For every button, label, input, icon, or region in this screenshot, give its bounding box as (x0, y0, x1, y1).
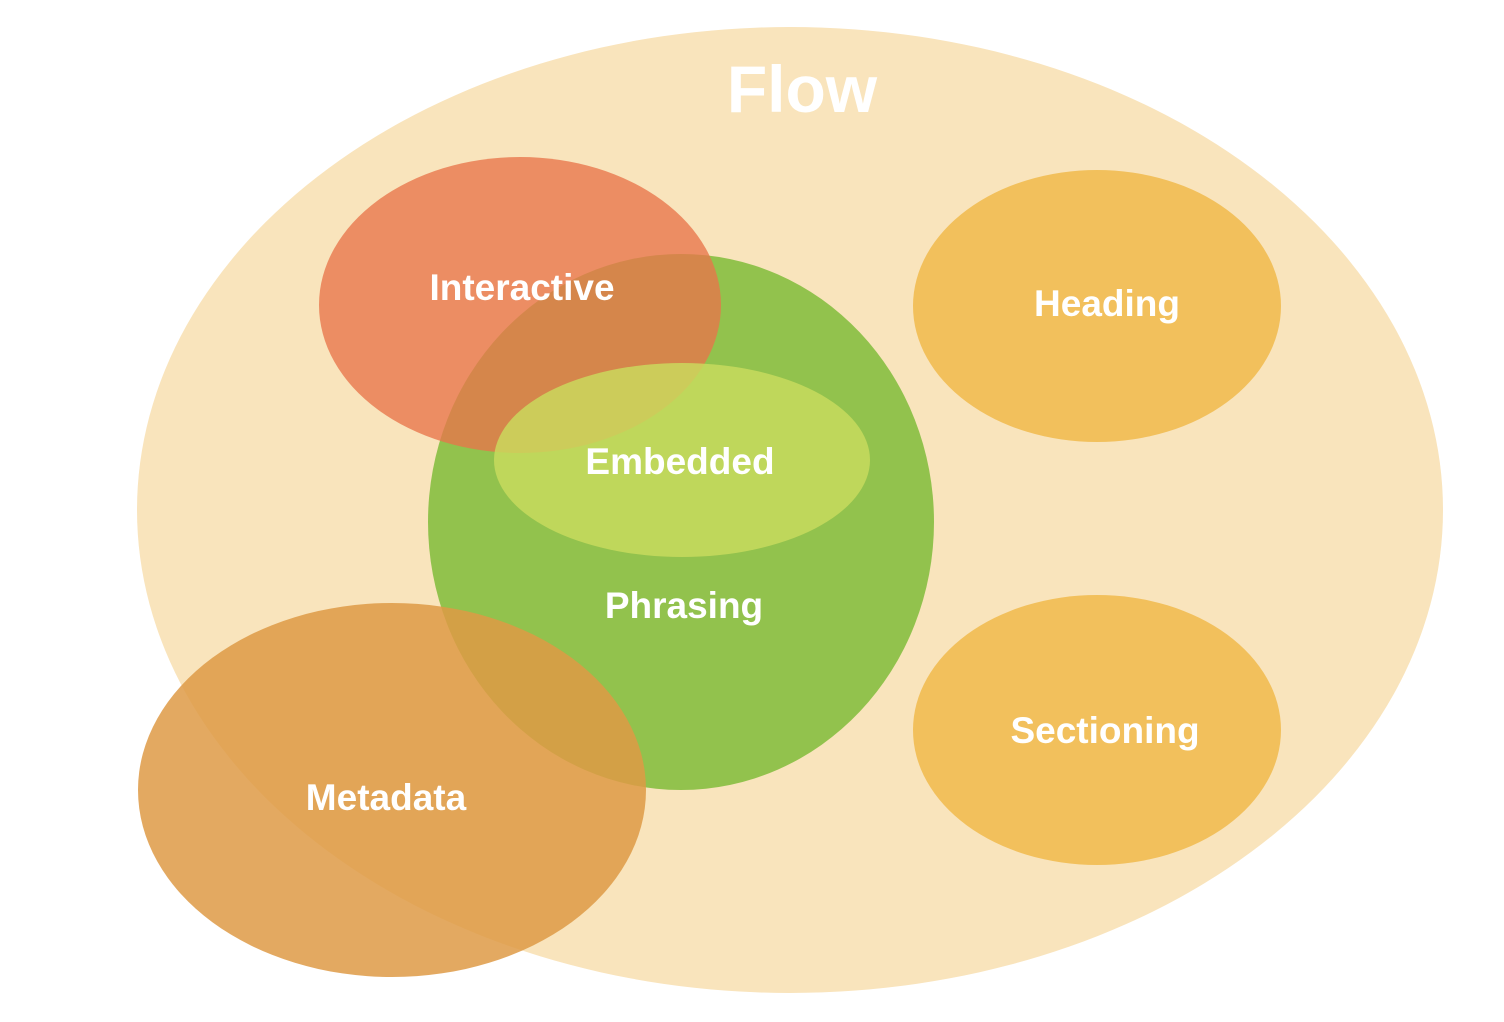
sectioning-label: Sectioning (1010, 710, 1199, 751)
metadata-label: Metadata (306, 777, 467, 818)
embedded-label: Embedded (585, 441, 774, 482)
embedded-region (494, 363, 870, 557)
heading-label: Heading (1034, 283, 1180, 324)
interactive-label: Interactive (429, 267, 614, 308)
flow-label: Flow (727, 52, 878, 126)
phrasing-label: Phrasing (605, 585, 763, 626)
metadata-region (138, 603, 646, 977)
sectioning-region (913, 595, 1281, 865)
heading-region (913, 170, 1281, 442)
